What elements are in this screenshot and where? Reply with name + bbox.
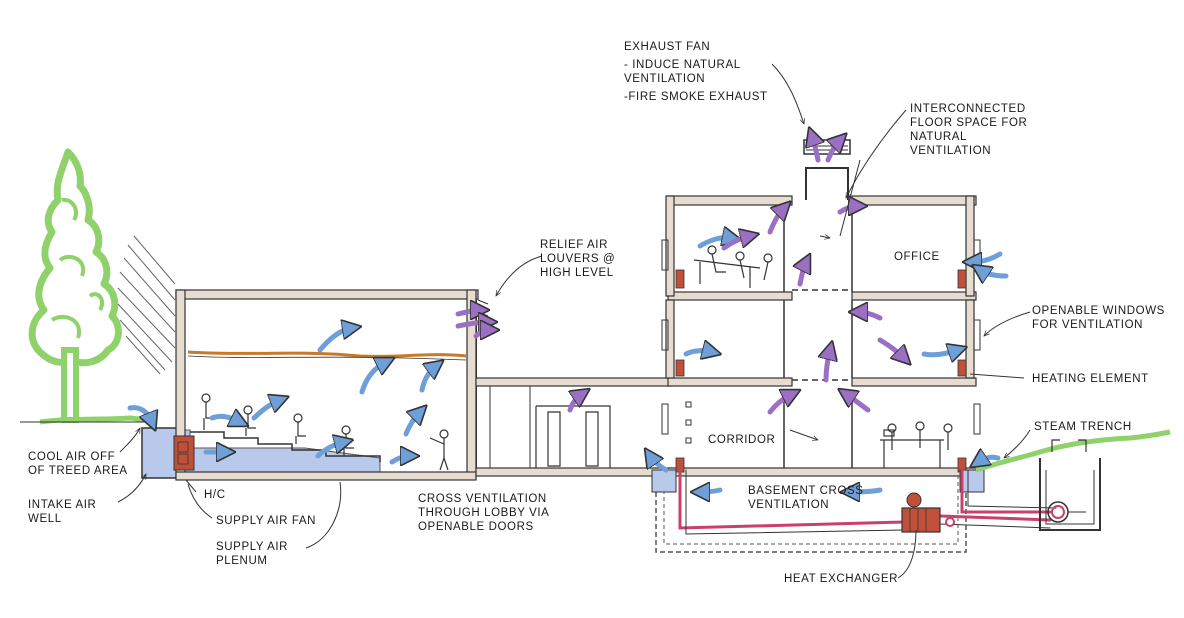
label-cross-ventilation: CROSS VENTILATION THROUGH LOBBY VIA OPEN… <box>418 492 549 534</box>
lobby-doors <box>535 405 611 468</box>
hatch-lines <box>117 235 176 375</box>
interconnected-line4: VENTILATION <box>910 145 992 157</box>
leader-lines <box>117 63 1031 579</box>
interconnected-line1: INTERCONNECTED <box>910 103 1026 115</box>
cool-air-line1: COOL AIR OFF <box>28 451 116 463</box>
cross-ventilation-line3: OPENABLE DOORS <box>418 521 534 533</box>
intake-air-well <box>141 427 179 479</box>
heat-exchanger-unit <box>901 507 941 533</box>
tree-trunk <box>61 347 79 423</box>
interconnected-line3: NATURAL <box>910 131 968 143</box>
supply-plenum-line2: PLENUM <box>216 555 268 567</box>
ground-line-left <box>39 415 149 425</box>
openable-windows-line2: FOR VENTILATION <box>1032 319 1144 331</box>
relief-air-line1: RELIEF AIR <box>540 239 608 251</box>
heating-piping <box>678 468 1057 535</box>
exhaust-fan-line2: VENTILATION <box>624 73 706 85</box>
cross-ventilation-line2: THROUGH LOBBY VIA <box>418 507 550 519</box>
label-exhaust-fan: EXHAUST FAN - INDUCE NATURAL VENTILATION… <box>624 40 768 104</box>
stage-rigging-band <box>187 350 467 358</box>
basement-cross-line1: BASEMENT CROSS <box>748 485 864 497</box>
label-openable-windows: OPENABLE WINDOWS FOR VENTILATION <box>1032 304 1165 332</box>
corridor-markers <box>685 401 692 444</box>
cross-ventilation-line1: CROSS VENTILATION <box>418 493 547 505</box>
exhaust-air-arrows <box>455 136 904 415</box>
exhaust-lantern <box>805 167 849 200</box>
basement-outline <box>655 476 967 553</box>
label-heating-element: HEATING ELEMENT <box>1032 373 1149 385</box>
intake-air-line2: WELL <box>28 513 62 525</box>
cool-air-line2: OF TREED AREA <box>28 465 128 477</box>
fresh-air-arrows <box>127 237 1009 492</box>
assembly-hall <box>141 289 489 481</box>
steam-trench <box>975 429 1171 531</box>
label-relief-air: RELIEF AIR LOUVERS @ HIGH LEVEL <box>540 238 615 280</box>
basement-intake-left <box>651 469 677 493</box>
label-interconnected-floor: INTERCONNECTED FLOOR SPACE FOR NATURAL V… <box>910 102 1027 158</box>
exhaust-fan-unit <box>803 139 851 155</box>
office-furniture <box>693 245 953 468</box>
exhaust-fan-title: EXHAUST FAN <box>624 41 711 53</box>
label-hc: H/C <box>204 489 226 501</box>
label-basement-cross: BASEMENT CROSS VENTILATION <box>748 484 864 512</box>
hc-unit <box>173 435 195 471</box>
label-supply-air-fan: SUPPLY AIR FAN <box>216 515 317 527</box>
label-steam-trench: STEAM TRENCH <box>1034 421 1132 433</box>
label-supply-air-plenum: SUPPLY AIR PLENUM <box>216 540 288 568</box>
relief-air-line3: HIGH LEVEL <box>540 267 614 279</box>
openable-windows-line1: OPENABLE WINDOWS <box>1032 305 1165 317</box>
office-building <box>651 139 985 553</box>
label-intake-air-well: INTAKE AIR WELL <box>28 498 96 526</box>
intake-air-line1: INTAKE AIR <box>28 499 97 511</box>
tree-illustration <box>28 148 122 423</box>
label-cool-air: COOL AIR OFF OF TREED AREA <box>28 450 128 478</box>
label-corridor: CORRIDOR <box>708 434 776 446</box>
exhaust-fan-line3: -FIRE SMOKE EXHAUST <box>624 91 768 103</box>
basement-intake-right <box>959 469 985 493</box>
exhaust-fan-line1: - INDUCE NATURAL <box>624 59 741 71</box>
pump-symbol <box>906 492 922 508</box>
basement-cross-line2: VENTILATION <box>748 499 830 511</box>
interconnected-line2: FLOOR SPACE FOR <box>910 117 1028 129</box>
supply-plenum-line1: SUPPLY AIR <box>216 541 289 553</box>
label-office: OFFICE <box>894 251 940 263</box>
relief-air-line2: LOUVERS @ <box>540 253 616 265</box>
lobby <box>475 377 673 477</box>
openable-windows <box>661 239 981 435</box>
label-heat-exchanger: HEAT EXCHANGER <box>784 573 899 585</box>
